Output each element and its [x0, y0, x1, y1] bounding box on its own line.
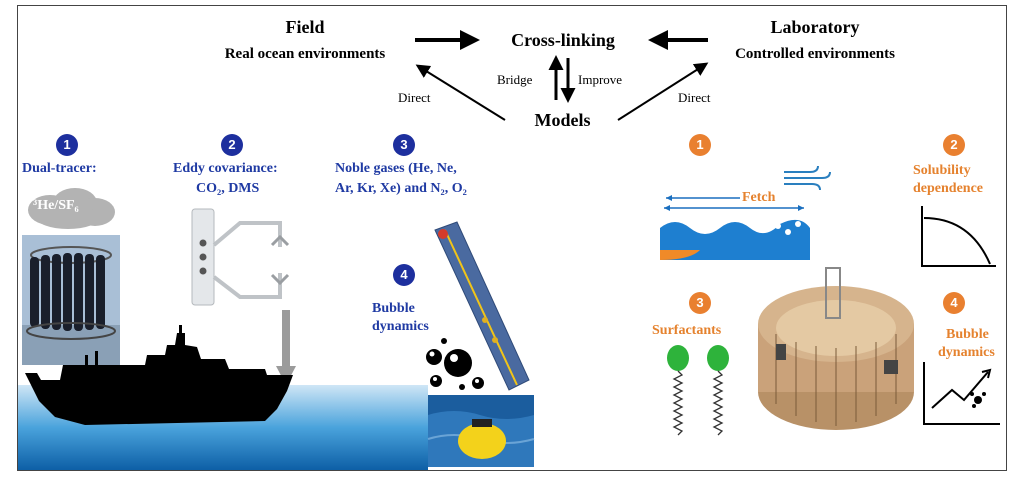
lab-title: Laboratory [770, 17, 860, 37]
direct-right-label: Direct [678, 90, 711, 105]
bridge-label: Bridge [497, 72, 533, 87]
field-item-4-line1: Bubble [372, 301, 415, 316]
field-item-3-line2: Ar, Kr, Xe) and N₂, O₂ [335, 181, 467, 196]
field-item-2-line2: CO₂, DMS [196, 181, 260, 196]
lab-item-2-line2: dependence [913, 181, 983, 196]
lab-badge-1: 1 [689, 134, 711, 156]
field-item-4-line2: dynamics [372, 319, 429, 334]
diagram-frame [17, 5, 1007, 471]
field-item-1-label: Dual-tracer: [22, 161, 97, 176]
buoy-photo [427, 395, 535, 467]
field-item-2-line1: Eddy covariance: [173, 161, 278, 176]
field-bubbles-icon [426, 338, 484, 390]
lab-subtitle: Controlled environments [735, 46, 895, 62]
fetch-wave-diagram [660, 195, 810, 260]
field-badge-4: 4 [393, 264, 415, 286]
cloud-icon [28, 188, 115, 229]
field-badge-3: 3 [393, 134, 415, 156]
wind-icon [784, 165, 831, 191]
lab-item-4-line1: Bubble [946, 327, 989, 342]
field-badge-2: 2 [221, 134, 243, 156]
models-title: Models [534, 110, 591, 130]
lab-badge-3: 3 [689, 292, 711, 314]
lab-item-4-line2: dynamics [938, 345, 995, 360]
research-ship-icon [25, 325, 293, 425]
lab-badge-4: 4 [943, 292, 965, 314]
cross-linking-title: Cross-linking [511, 30, 615, 50]
field-badge-1: 1 [56, 134, 78, 156]
ctd-rosette-image [22, 235, 120, 365]
lab-badge-2: 2 [943, 134, 965, 156]
wind-wave-tank-image [758, 267, 914, 430]
tracer-formula: ³He/SF₆ [33, 198, 79, 213]
direct-right-arrow [617, 62, 709, 121]
gas-sampling-pole-image [434, 221, 530, 391]
field-title: Field [285, 17, 325, 37]
solubility-curve-icon [921, 206, 996, 267]
lab-item-1-label: Fetch [742, 190, 776, 205]
eddy-covariance-sensor-image [191, 208, 290, 306]
field-subtitle: Real ocean environments [224, 46, 386, 62]
lab-item-2-line1: Solubility [913, 163, 971, 178]
bubble-trend-chart-icon [923, 362, 1000, 425]
improve-label: Improve [578, 72, 623, 87]
field-item-3-line1: Noble gases (He, Ne, [335, 161, 457, 176]
surfactant-molecules-icon [667, 345, 729, 436]
direct-left-label: Direct [398, 90, 431, 105]
lab-item-3-label: Surfactants [652, 323, 722, 338]
direct-left-arrow [415, 64, 506, 121]
